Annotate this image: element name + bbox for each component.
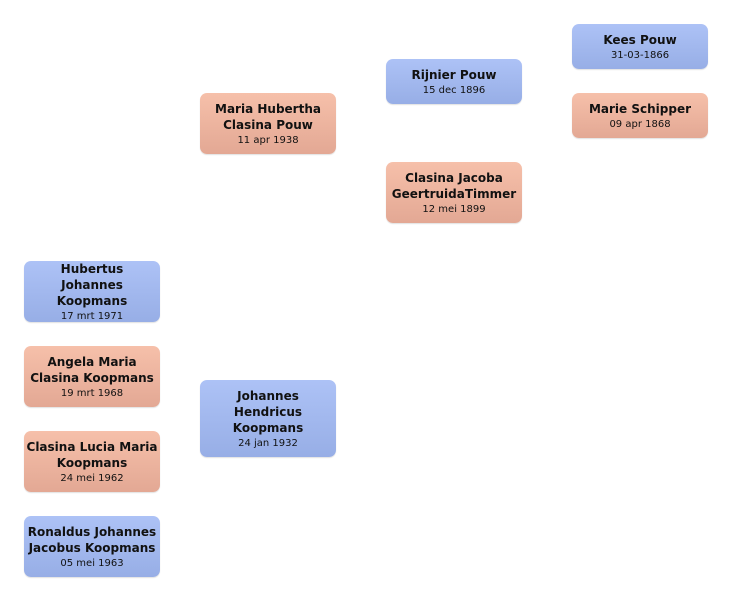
person-birth-date: 11 apr 1938 <box>237 134 299 146</box>
person-card-rijnier-pouw[interactable]: Rijnier Pouw 15 dec 1896 <box>386 59 522 104</box>
person-name: Marie Schipper <box>588 101 692 116</box>
person-birth-date: 17 mrt 1971 <box>60 310 124 322</box>
person-name: Ronaldus Johannes Jacobus Koopmans <box>27 524 157 555</box>
person-card-johannes-koopmans[interactable]: Johannes Hendricus Koopmans 24 jan 1932 <box>200 380 336 457</box>
person-card-clasina-lucia-koopmans[interactable]: Clasina Lucia Maria Koopmans 24 mei 1962 <box>24 431 160 492</box>
person-name: Clasina Lucia Maria Koopmans <box>26 439 158 470</box>
person-birth-date: 09 apr 1868 <box>609 118 671 130</box>
person-name: Maria Hubertha Clasina Pouw <box>215 101 321 132</box>
person-name: Clasina Jacoba GeertruidaTimmer <box>391 170 517 201</box>
person-birth-date: 15 dec 1896 <box>422 84 486 96</box>
person-card-maria-hubertha-pouw[interactable]: Maria Hubertha Clasina Pouw 11 apr 1938 <box>200 93 336 154</box>
person-birth-date: 24 mei 1962 <box>60 472 124 484</box>
person-birth-date: 12 mei 1899 <box>422 203 486 215</box>
person-name: Hubertus Johannes Koopmans <box>56 261 128 308</box>
person-card-marie-schipper[interactable]: Marie Schipper 09 apr 1868 <box>572 93 708 138</box>
person-name: Angela Maria Clasina Koopmans <box>30 354 154 385</box>
person-birth-date: 31-03-1866 <box>610 49 670 61</box>
person-birth-date: 19 mrt 1968 <box>60 387 124 399</box>
person-name: Kees Pouw <box>603 32 677 47</box>
person-card-ronaldus-koopmans[interactable]: Ronaldus Johannes Jacobus Koopmans 05 me… <box>24 516 160 577</box>
person-card-clasina-jacoba-timmer[interactable]: Clasina Jacoba GeertruidaTimmer 12 mei 1… <box>386 162 522 223</box>
person-name: Rijnier Pouw <box>411 67 497 82</box>
person-card-angela-koopmans[interactable]: Angela Maria Clasina Koopmans 19 mrt 196… <box>24 346 160 407</box>
person-birth-date: 24 jan 1932 <box>238 437 298 449</box>
person-name: Johannes Hendricus Koopmans <box>232 388 304 435</box>
person-card-kees-pouw[interactable]: Kees Pouw 31-03-1866 <box>572 24 708 69</box>
person-birth-date: 05 mei 1963 <box>60 557 124 569</box>
person-card-hubertus-koopmans[interactable]: Hubertus Johannes Koopmans 17 mrt 1971 <box>24 261 160 322</box>
